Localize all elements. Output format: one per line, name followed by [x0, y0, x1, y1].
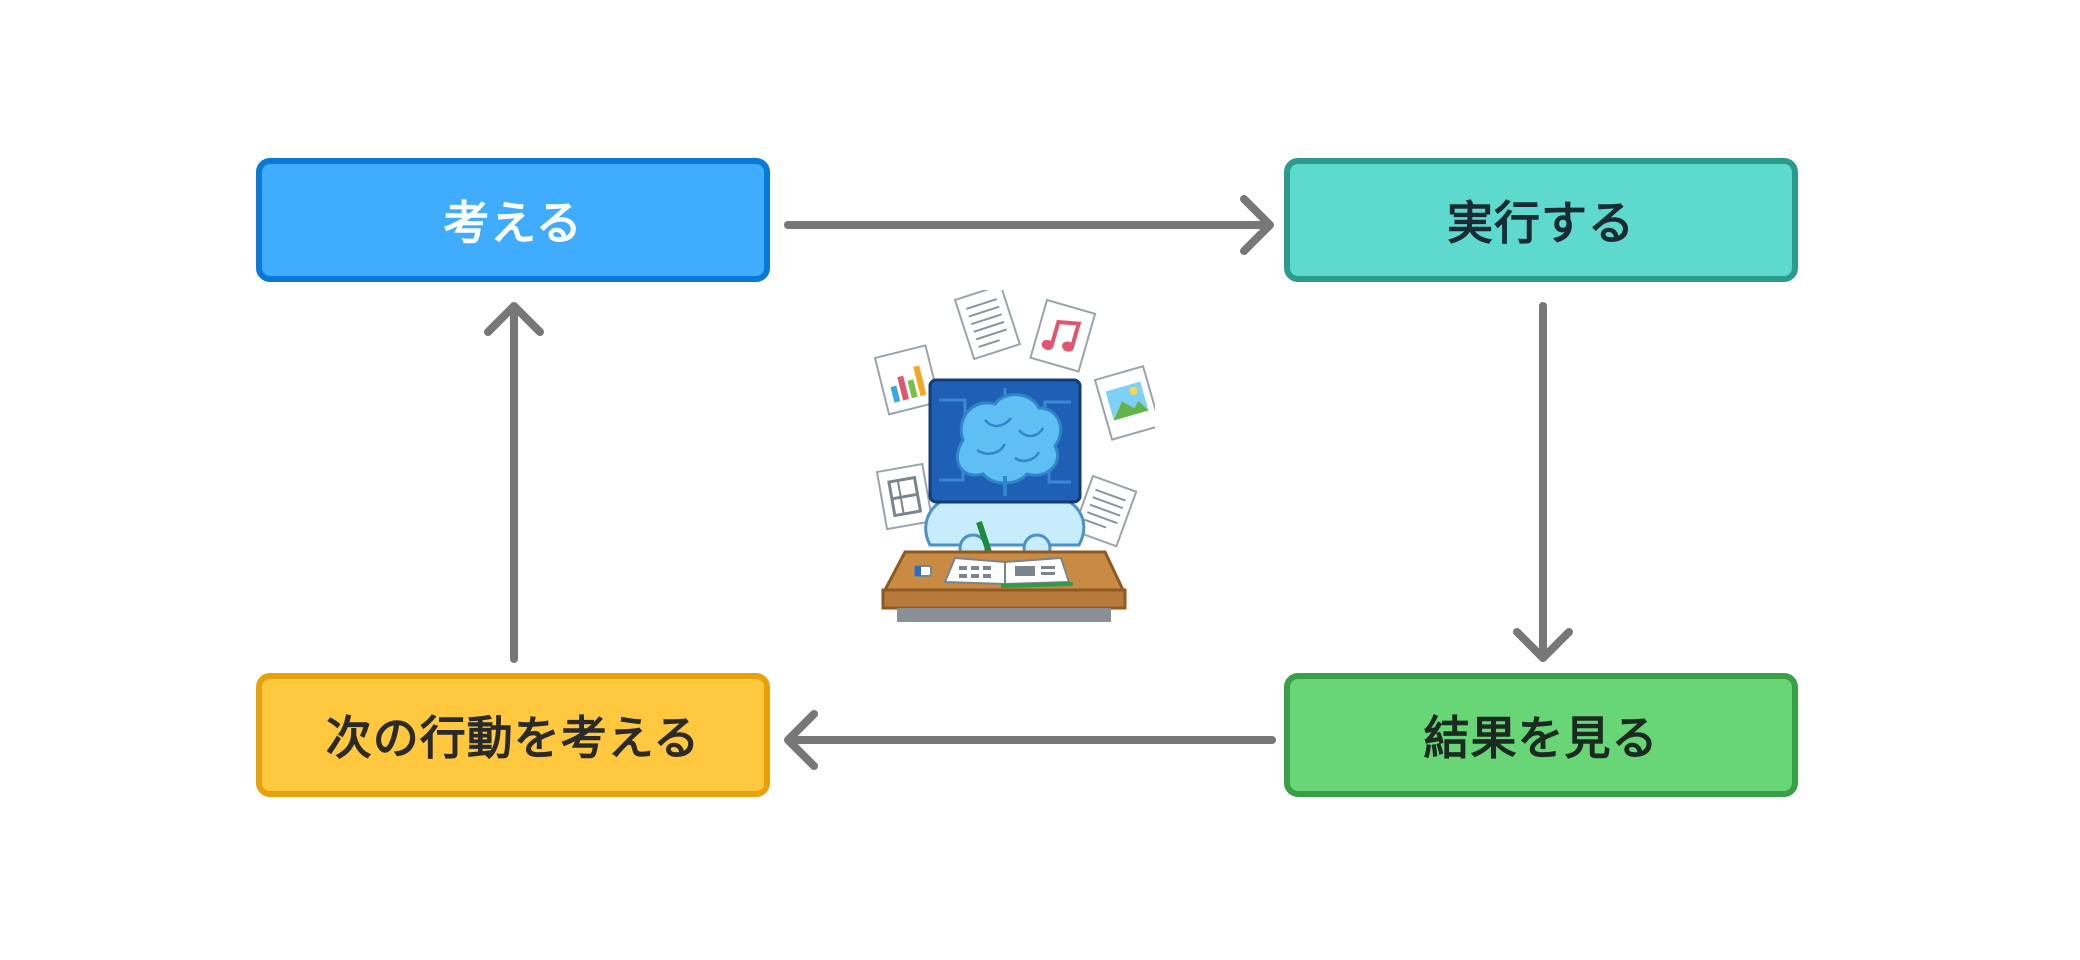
- ai-brain-studying-at-desk-icon: [873, 290, 1155, 622]
- music-note-icon: [1029, 298, 1097, 373]
- text-document-icon: [1071, 474, 1138, 548]
- node-execute-label: 実行する: [1447, 196, 1635, 250]
- node-think: 考える: [256, 158, 770, 282]
- node-next-action: 次の行動を考える: [256, 673, 770, 797]
- film-document-icon: [875, 462, 934, 531]
- node-next-action-label: 次の行動を考える: [325, 711, 701, 765]
- image-document-icon: [1093, 364, 1155, 441]
- node-result: 結果を見る: [1284, 673, 1798, 797]
- bar-chart-document-icon: [873, 344, 941, 416]
- node-think-label: 考える: [443, 196, 583, 250]
- arrow-think-to-execute: [784, 195, 1274, 255]
- document-icon: [953, 290, 1022, 361]
- arrow-result-to-next: [784, 710, 1276, 770]
- node-execute: 実行する: [1284, 158, 1798, 282]
- node-result-label: 結果を見る: [1423, 711, 1659, 765]
- arrow-next-to-think: [484, 302, 544, 663]
- arrow-execute-to-result: [1513, 302, 1573, 662]
